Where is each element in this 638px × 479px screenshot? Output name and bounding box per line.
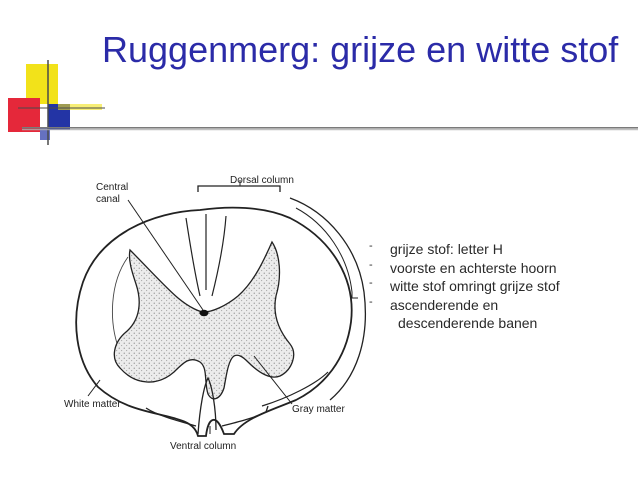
bullet-marker: -: [369, 295, 373, 308]
deco-yellow-square: [26, 64, 58, 104]
deco-red-square: [8, 98, 40, 132]
central-canal: [199, 309, 209, 317]
label-gray-matter: Gray matter: [292, 404, 345, 415]
label-ventral-column: Ventral column: [170, 441, 236, 452]
spinal-cord-diagram: Central canal Dorsal column White matter…: [64, 175, 367, 452]
ventral-bracket-right: [261, 371, 329, 407]
bullet-text: descenderende banen: [398, 315, 538, 331]
slide-title: Ruggenmerg: grijze en witte stof: [102, 29, 619, 70]
white-matter-leader: [87, 379, 101, 397]
dorsal-column-bracket: [197, 185, 281, 192]
deco-blue-square: [48, 104, 70, 130]
central-canal-leader: [127, 199, 204, 311]
title-divider: [22, 127, 638, 131]
gray-matter-leader: [253, 355, 293, 405]
bullet-item: - ascenderende en: [368, 296, 638, 315]
white-matter-bracket-right: [289, 197, 367, 401]
bullet-text: voorste en achterste hoorn: [390, 259, 557, 276]
dorsal-septum: [185, 214, 227, 297]
bullet-text: grijze stof: letter H: [390, 241, 503, 257]
label-dorsal-column: Dorsal column: [230, 175, 294, 186]
cord-inner-contour: [112, 256, 129, 353]
ventral-fissure: [197, 376, 217, 435]
bullet-marker: -: [369, 258, 373, 271]
bullet-marker: -: [369, 240, 373, 252]
label-white-matter: White matter: [64, 399, 121, 410]
bullet-item: - voorste en achterste hoorn: [368, 259, 638, 278]
gray-matter: [113, 240, 295, 400]
bullet-text: witte stof omringt grijze stof: [390, 278, 560, 294]
bullet-text: ascenderende en: [390, 296, 499, 313]
bullet-continuation: descenderende banen: [368, 314, 638, 333]
deco-yellow-stripe: [58, 104, 102, 110]
label-central-canal-line2: canal: [96, 194, 120, 205]
bullet-marker: -: [369, 277, 373, 289]
cord-outline: [75, 206, 353, 437]
bullet-list: - grijze stof: letter H - voorste en achte…: [368, 240, 638, 333]
label-central-canal-line1: Central: [96, 182, 128, 193]
ventral-column-bracket: [145, 405, 269, 427]
bullet-item: - grijze stof: letter H: [368, 240, 638, 259]
deco-blue-small: [40, 128, 50, 140]
white-matter-bracket-right-inner: [295, 207, 358, 299]
bullet-item: - witte stof omringt grijze stof: [368, 277, 638, 296]
decorative-squares: [8, 60, 105, 145]
